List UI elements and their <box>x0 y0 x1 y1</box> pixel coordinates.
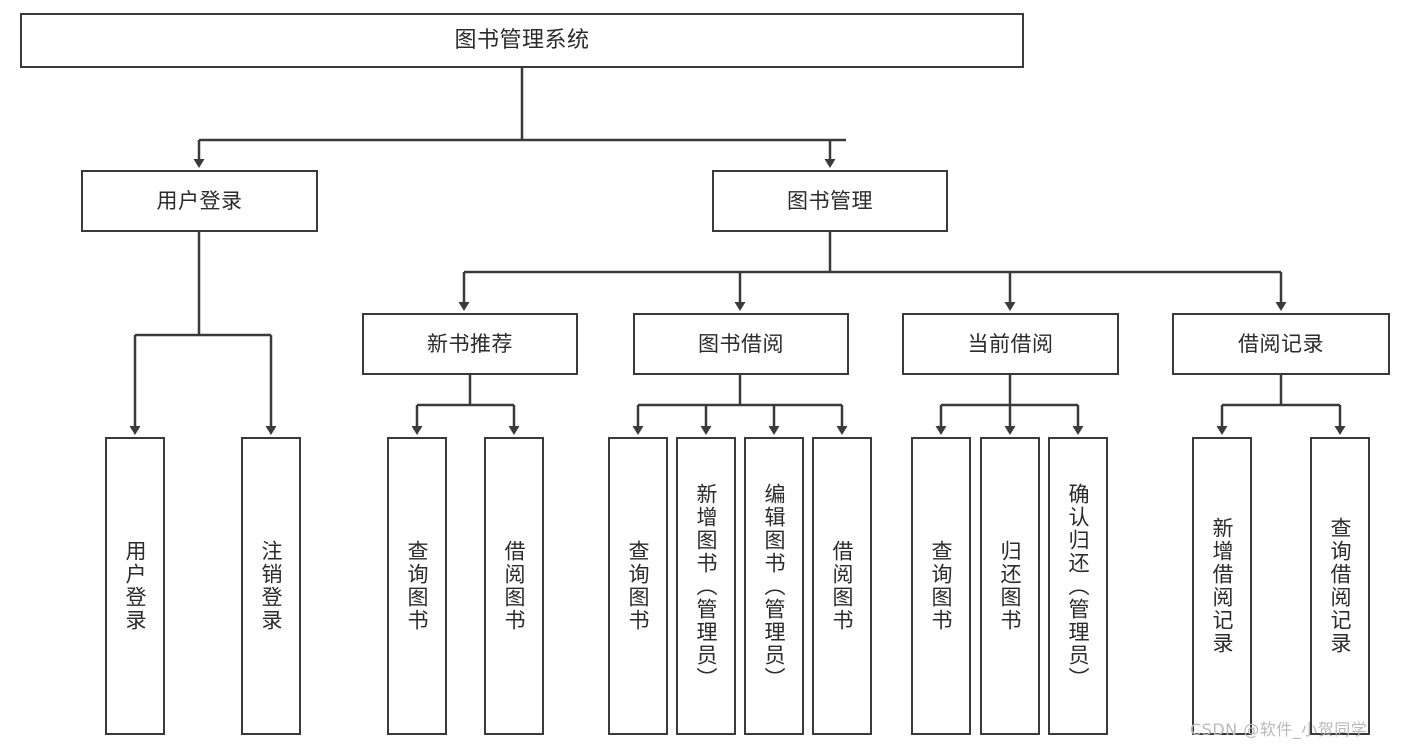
node-leaf-query-record[interactable]: 查询借阅记录 <box>1310 437 1370 735</box>
node-leaf-user-logout-label: 注销登录 <box>259 540 284 632</box>
node-book-borrow[interactable]: 图书借阅 <box>633 313 849 375</box>
node-current-borrow-label: 当前借阅 <box>967 331 1054 356</box>
node-leaf-query-book-3-label: 查询图书 <box>929 540 954 632</box>
node-book-borrow-label: 图书借阅 <box>698 331 784 356</box>
node-root-label: 图书管理系统 <box>454 27 590 53</box>
node-leaf-return-book-label: 归还图书 <box>998 540 1023 632</box>
node-leaf-add-record[interactable]: 新增借阅记录 <box>1192 437 1252 735</box>
node-leaf-borrow-book-2[interactable]: 借阅图书 <box>812 437 872 735</box>
node-new-book-rec[interactable]: 新书推荐 <box>362 313 578 375</box>
node-leaf-user-login-label: 用户登录 <box>123 540 148 632</box>
node-leaf-borrow-book-1[interactable]: 借阅图书 <box>484 437 544 735</box>
node-leaf-query-book-2-label: 查询图书 <box>626 540 651 632</box>
node-leaf-confirm-return[interactable]: 确认归还（管理员） <box>1048 437 1108 735</box>
node-leaf-query-book-3[interactable]: 查询图书 <box>911 437 971 735</box>
node-leaf-edit-book[interactable]: 编辑图书（管理员） <box>744 437 804 735</box>
node-borrow-record[interactable]: 借阅记录 <box>1172 313 1390 375</box>
node-leaf-add-book-label: 新增图书（管理员） <box>694 482 719 690</box>
node-leaf-confirm-return-label: 确认归还（管理员） <box>1066 482 1091 690</box>
node-new-book-rec-label: 新书推荐 <box>427 331 513 356</box>
node-leaf-user-login[interactable]: 用户登录 <box>105 437 165 735</box>
node-leaf-query-record-label: 查询借阅记录 <box>1328 517 1353 655</box>
node-leaf-return-book[interactable]: 归还图书 <box>980 437 1040 735</box>
node-leaf-query-book-1-label: 查询图书 <box>405 540 430 632</box>
node-user-login[interactable]: 用户登录 <box>81 170 318 232</box>
node-leaf-add-book[interactable]: 新增图书（管理员） <box>676 437 736 735</box>
node-leaf-query-book-1[interactable]: 查询图书 <box>387 437 447 735</box>
node-current-borrow[interactable]: 当前借阅 <box>902 313 1119 375</box>
node-borrow-record-label: 借阅记录 <box>1238 331 1324 356</box>
watermark: CSDN @软件_小贺同学 <box>1190 720 1368 739</box>
node-leaf-query-book-2[interactable]: 查询图书 <box>608 437 668 735</box>
node-root[interactable]: 图书管理系统 <box>20 13 1024 68</box>
node-leaf-edit-book-label: 编辑图书（管理员） <box>762 482 787 690</box>
node-book-manage-label: 图书管理 <box>787 188 873 213</box>
node-leaf-borrow-book-1-label: 借阅图书 <box>502 540 527 632</box>
node-leaf-borrow-book-2-label: 借阅图书 <box>830 540 855 632</box>
node-leaf-add-record-label: 新增借阅记录 <box>1210 517 1235 655</box>
node-leaf-user-logout[interactable]: 注销登录 <box>241 437 301 735</box>
node-book-manage[interactable]: 图书管理 <box>712 170 948 232</box>
node-user-login-label: 用户登录 <box>156 188 243 213</box>
